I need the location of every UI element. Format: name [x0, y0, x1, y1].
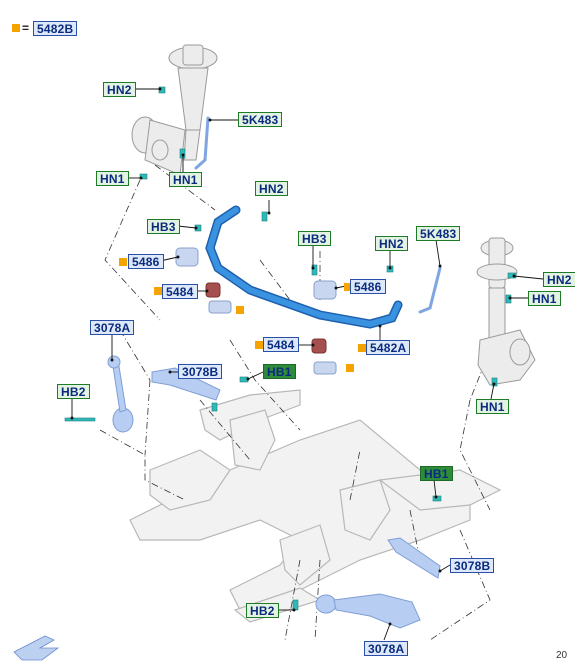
left-strut-assembly — [131, 44, 218, 176]
callout-5486-right: 5486 — [350, 279, 386, 294]
callout-5486-left: 5486 — [128, 254, 164, 269]
callout-hb3-mid: HB3 — [298, 231, 331, 246]
callout-hb2-left: HB2 — [57, 384, 90, 399]
callout-5484-mid: 5484 — [263, 337, 299, 352]
page-number: 20 — [556, 650, 568, 661]
legend-equals: = — [22, 21, 30, 35]
legend-mark-5484-mid — [255, 341, 263, 349]
legend-mark-5482a — [358, 344, 366, 352]
stabilizer-bar — [205, 205, 403, 329]
callout-5484-left: 5484 — [162, 284, 198, 299]
callout-3078b-right: 3078B — [450, 558, 495, 573]
legend-symbol — [12, 24, 20, 32]
callout-hb3-left: HB3 — [147, 219, 180, 234]
legend-mark-bracket-mid — [346, 364, 354, 372]
callout-hn1-left-a: HN1 — [96, 171, 129, 186]
callout-leaders — [70, 87, 544, 641]
callout-hn1-right-a: HN1 — [528, 291, 561, 306]
callout-hb1-right: HB1 — [420, 466, 453, 481]
callout-5482a: 5482A — [366, 340, 411, 355]
subframe — [129, 389, 502, 623]
legend-code: 5482B — [33, 21, 78, 36]
lower-control-arms — [107, 355, 441, 629]
callout-hn2-right-a: HN2 — [375, 236, 408, 251]
callout-hn2-mid: HN2 — [255, 181, 288, 196]
legend-mark-bracket-left — [236, 306, 244, 314]
callout-hb1-left: HB1 — [263, 364, 296, 379]
legend-mark-5486-right — [344, 283, 352, 291]
bushings-brackets — [175, 247, 337, 375]
callout-5k483-right: 5K483 — [416, 226, 461, 241]
callout-3078a-left: 3078A — [90, 320, 135, 335]
callout-3078a-bottom: 3078A — [364, 641, 409, 656]
callout-hn1-right-b: HN1 — [476, 399, 509, 414]
right-strut-assembly — [476, 237, 536, 386]
direction-arrow — [13, 635, 60, 661]
callout-5k483-left: 5K483 — [238, 112, 283, 127]
stabilizer-links — [194, 116, 442, 314]
callout-3078b-left: 3078B — [178, 364, 223, 379]
legend-mark-5486-left — [119, 258, 127, 266]
callout-hn2-right-b: HN2 — [543, 272, 575, 287]
callout-hb2-bottom: HB2 — [246, 603, 279, 618]
legend-mark-5484-left — [154, 287, 162, 295]
callout-hn1-left-b: HN1 — [169, 172, 202, 187]
callout-hn2-top: HN2 — [103, 82, 136, 97]
